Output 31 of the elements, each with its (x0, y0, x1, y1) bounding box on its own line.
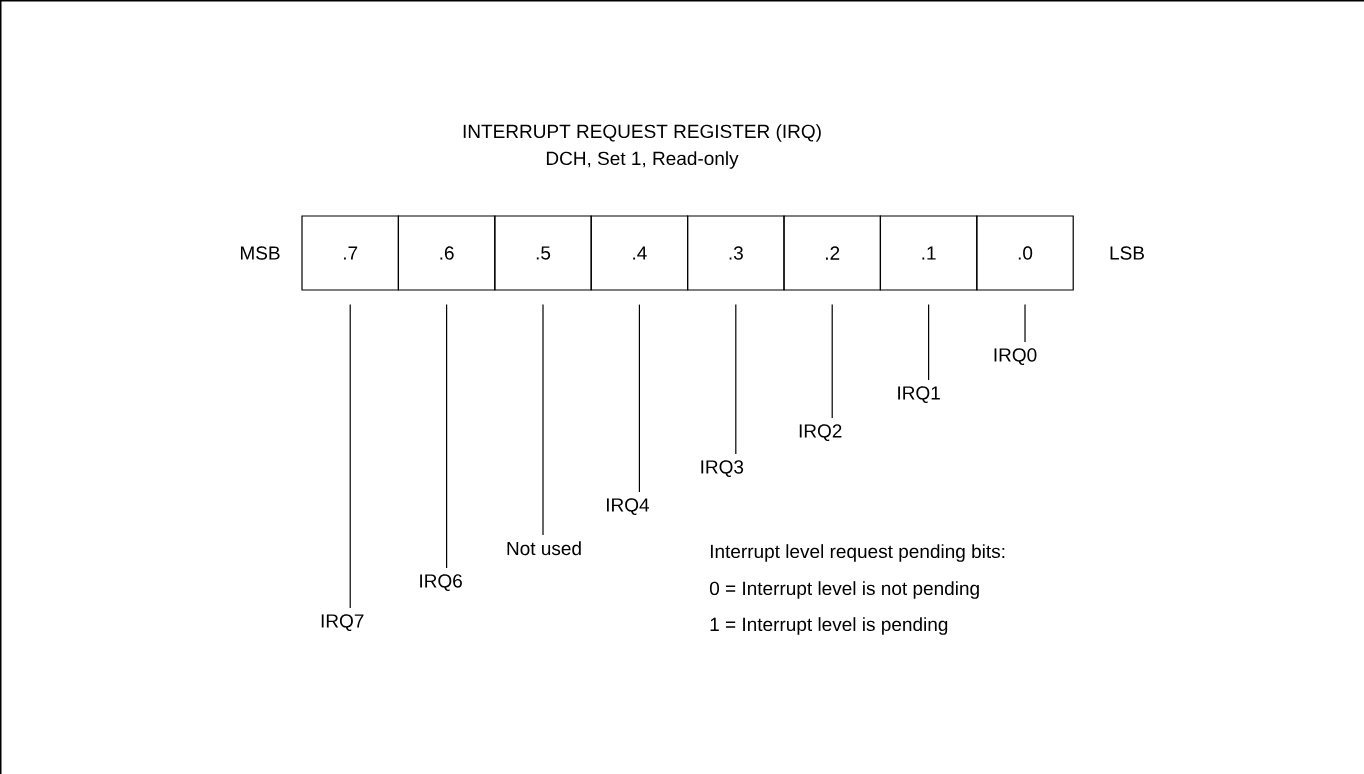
note-text: Interrupt level request pending bits: (710, 544, 1005, 562)
bit-label: IRQ3 (701, 460, 744, 478)
bit-cell: .0 (976, 215, 1074, 291)
note-text: 1 = Interrupt level is pending (710, 617, 948, 635)
leader-line (1024, 304, 1026, 343)
leader-line (349, 304, 351, 609)
leader-line (638, 304, 640, 493)
register-subtitle: DCH, Set 1, Read-only (546, 151, 739, 169)
bit-cell: .3 (687, 215, 785, 291)
bit-cell: .5 (494, 215, 592, 291)
note-text: 0 = Interrupt level is not pending (709, 581, 979, 599)
bit-label: Not used (507, 541, 581, 556)
bit-cell: .2 (783, 215, 881, 291)
bit-label: IRQ2 (799, 424, 842, 442)
bit-label: IRQ1 (898, 386, 940, 404)
bit-label: IRQ0 (994, 348, 1037, 366)
bit-cell: .4 (590, 215, 689, 291)
bit-label: IRQ7 (321, 614, 364, 632)
bit-label: IRQ6 (420, 574, 462, 592)
leader-line (831, 304, 833, 419)
leader-line (446, 304, 448, 569)
lsb-label: LSB (1110, 246, 1144, 260)
leader-line (542, 304, 544, 536)
register-title: INTERRUPT REQUEST REGISTER (IRQ) (463, 124, 821, 142)
bit-cell: .6 (397, 215, 496, 291)
leader-line (928, 304, 930, 381)
bit-cell: .1 (879, 215, 978, 291)
msb-label: MSB (240, 246, 280, 260)
leader-line (735, 304, 737, 455)
bit-label: IRQ4 (607, 498, 650, 516)
bit-cell: .7 (301, 215, 399, 291)
